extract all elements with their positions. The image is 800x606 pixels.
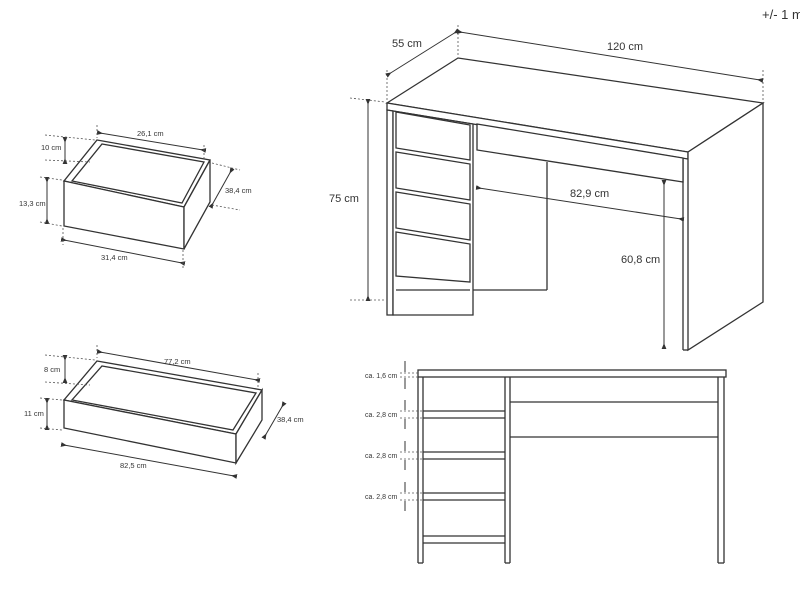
large-drawer-view: 77,2 cm 8 cm 11 cm 38,4 cm 82,5 cm — [24, 345, 304, 479]
desk-3d-view: 55 cm 120 cm 75 cm 82,9 cm 60,8 cm — [329, 25, 765, 352]
drawer-fronts — [395, 111, 471, 291]
depth-label: 55 cm — [392, 38, 422, 50]
small-depth: 38,4 cm — [225, 186, 252, 195]
legroom-height-label: 60,8 cm — [621, 254, 660, 266]
large-inner-height: 8 cm — [44, 365, 60, 374]
tolerance-note: +/- 1 m — [762, 7, 800, 22]
drawer-rails — [423, 410, 505, 544]
large-depth: 38,4 cm — [277, 415, 304, 424]
small-drawer-view: 26,1 cm 10 cm 13,3 cm 38,4 cm 31,4 cm — [19, 125, 252, 268]
height-label: 75 cm — [329, 193, 359, 205]
desk-front-view: ca. 1,6 cm ca. 2,8 cm ca. 2,8 cm ca. 2,8… — [365, 361, 727, 564]
gap-label-1: ca. 1,6 cm — [365, 373, 397, 380]
gap-label-2: ca. 2,8 cm — [365, 412, 397, 419]
large-front-width: 82,5 cm — [120, 461, 147, 470]
gap-markers — [400, 372, 423, 501]
width-label: 120 cm — [607, 41, 643, 53]
small-front-width: 31,4 cm — [101, 253, 128, 262]
small-inner-width: 26,1 cm — [137, 129, 164, 138]
gap-label-3: ca. 2,8 cm — [365, 453, 397, 460]
small-front-height: 13,3 cm — [19, 199, 46, 208]
large-inner-width: 77,2 cm — [164, 357, 191, 366]
large-front-height: 11 cm — [24, 409, 44, 418]
small-inner-height: 10 cm — [41, 143, 61, 152]
legroom-width-label: 82,9 cm — [570, 188, 609, 200]
gap-label-4: ca. 2,8 cm — [365, 494, 397, 501]
